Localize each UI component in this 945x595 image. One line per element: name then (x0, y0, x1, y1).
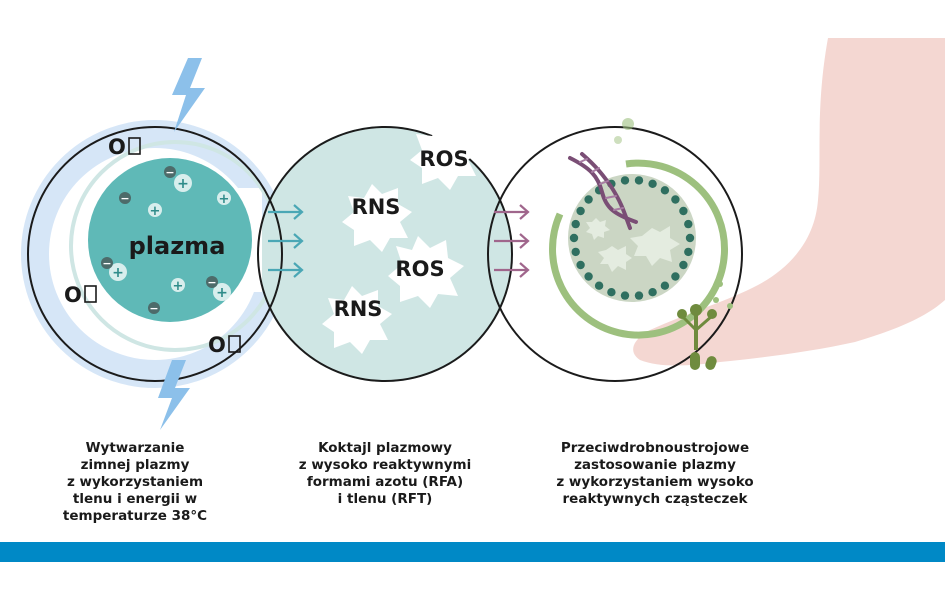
oxygen-label-1: O (108, 135, 141, 159)
cell-dot (684, 219, 693, 229)
svg-text:−: − (120, 192, 129, 205)
cell-dot (571, 219, 580, 229)
cell-dot (620, 176, 630, 185)
lightning-bottom-icon (158, 360, 190, 430)
cell-dot (648, 179, 657, 188)
species-ros-2: ROS (388, 236, 464, 308)
caption-antimicrobial: Przeciwdrobnoustrojowe zastosowanie plaz… (556, 440, 754, 507)
positive-ion-icon: + (174, 174, 192, 192)
negative-ion-icon: − (164, 166, 176, 179)
negative-ion-icon: − (119, 192, 131, 205)
cell-dot (679, 260, 688, 270)
positive-ion-icon: + (148, 203, 162, 219)
ions-group: + + + − − + − + − + − (101, 166, 231, 315)
microbe-inner-stars (586, 218, 680, 272)
middle-circle-outline (257, 126, 513, 382)
oxygen-label-3: O (208, 333, 241, 357)
positive-ion-icon: + (213, 283, 231, 301)
svg-text:O: O (64, 283, 82, 307)
cell-dot (660, 186, 670, 195)
svg-text:−: − (149, 302, 158, 315)
svg-text:+: + (112, 265, 124, 281)
negative-ion-icon: − (206, 276, 218, 289)
oxygen-label-2: O (64, 283, 97, 307)
svg-text:+: + (173, 279, 184, 294)
cell-dot (671, 272, 680, 281)
fungus-icon (677, 281, 733, 370)
svg-text:−: − (102, 257, 111, 270)
cell-dot (685, 233, 695, 243)
arrow-right-icon (494, 233, 530, 249)
inner-light-ring (69, 140, 281, 352)
plasma-core-bite (238, 188, 262, 292)
reactive-cocktail-disc (257, 126, 513, 382)
cell-dot (679, 206, 688, 216)
cell-dot (684, 247, 693, 257)
cell-dot (607, 288, 616, 297)
cell-dot (569, 233, 579, 243)
arrow-right-icon (268, 233, 304, 249)
plasma-label: plazma (129, 232, 226, 260)
svg-text:−: − (165, 166, 174, 179)
cell-dot (634, 176, 644, 185)
cell-dot (576, 206, 585, 216)
species-rns-2: RNS (322, 286, 392, 354)
svg-text:RNS: RNS (334, 297, 383, 321)
cell-dot (634, 291, 644, 300)
teal-arrows (268, 204, 304, 278)
left-circle-outline (27, 126, 283, 382)
plasma-process-diagram: + + + − − + − + − + − plazma O O O ROS R… (21, 38, 945, 430)
microbe-cell-dots (569, 176, 695, 300)
purple-arrows (494, 204, 530, 278)
cell-dot (594, 281, 604, 290)
caption-plasma-cocktail: Koktajl plazmowy z wysoko reaktywnymi fo… (298, 440, 472, 507)
positive-ion-icon: + (217, 191, 231, 207)
cell-dot (671, 195, 680, 204)
svg-text:O: O (108, 135, 126, 159)
microbe-outer-arc (549, 159, 729, 339)
arrow-right-icon (494, 204, 530, 220)
foot-illustration (633, 38, 945, 366)
negative-ion-icon: − (101, 257, 113, 270)
footer-bar (0, 542, 945, 562)
caption-cold-plasma: Wytwarzanie zimnej plazmy z wykorzystani… (62, 440, 208, 524)
lightning-top-icon (172, 58, 205, 132)
arrow-right-icon (268, 262, 304, 278)
svg-text:RNS: RNS (352, 195, 401, 219)
dna-helix-icon (568, 152, 638, 230)
svg-text:+: + (216, 285, 228, 301)
cell-dot (648, 288, 657, 297)
cell-dot (584, 272, 593, 281)
arrow-right-icon (268, 204, 304, 220)
svg-text:−: − (207, 276, 216, 289)
cell-dot (584, 195, 593, 204)
sage-dot-large (614, 136, 622, 144)
svg-text:+: + (177, 176, 189, 192)
cell-dot (660, 281, 670, 290)
svg-text:+: + (150, 204, 161, 219)
sage-dot-small (622, 118, 634, 130)
cell-dot (571, 247, 580, 257)
negative-ion-icon: − (148, 302, 160, 315)
positive-ion-icon: + (171, 278, 185, 294)
species-ros-1: ROS (410, 122, 480, 190)
cell-dot (620, 291, 630, 300)
right-circle-outline (487, 126, 743, 382)
arrow-right-icon (494, 262, 530, 278)
svg-text:O: O (208, 333, 226, 357)
species-rns-1: RNS (342, 184, 412, 252)
positive-ion-icon: + (109, 263, 127, 281)
svg-text:ROS: ROS (395, 257, 444, 281)
cell-dot (576, 260, 585, 270)
svg-text:+: + (219, 192, 230, 207)
svg-text:ROS: ROS (419, 147, 468, 171)
